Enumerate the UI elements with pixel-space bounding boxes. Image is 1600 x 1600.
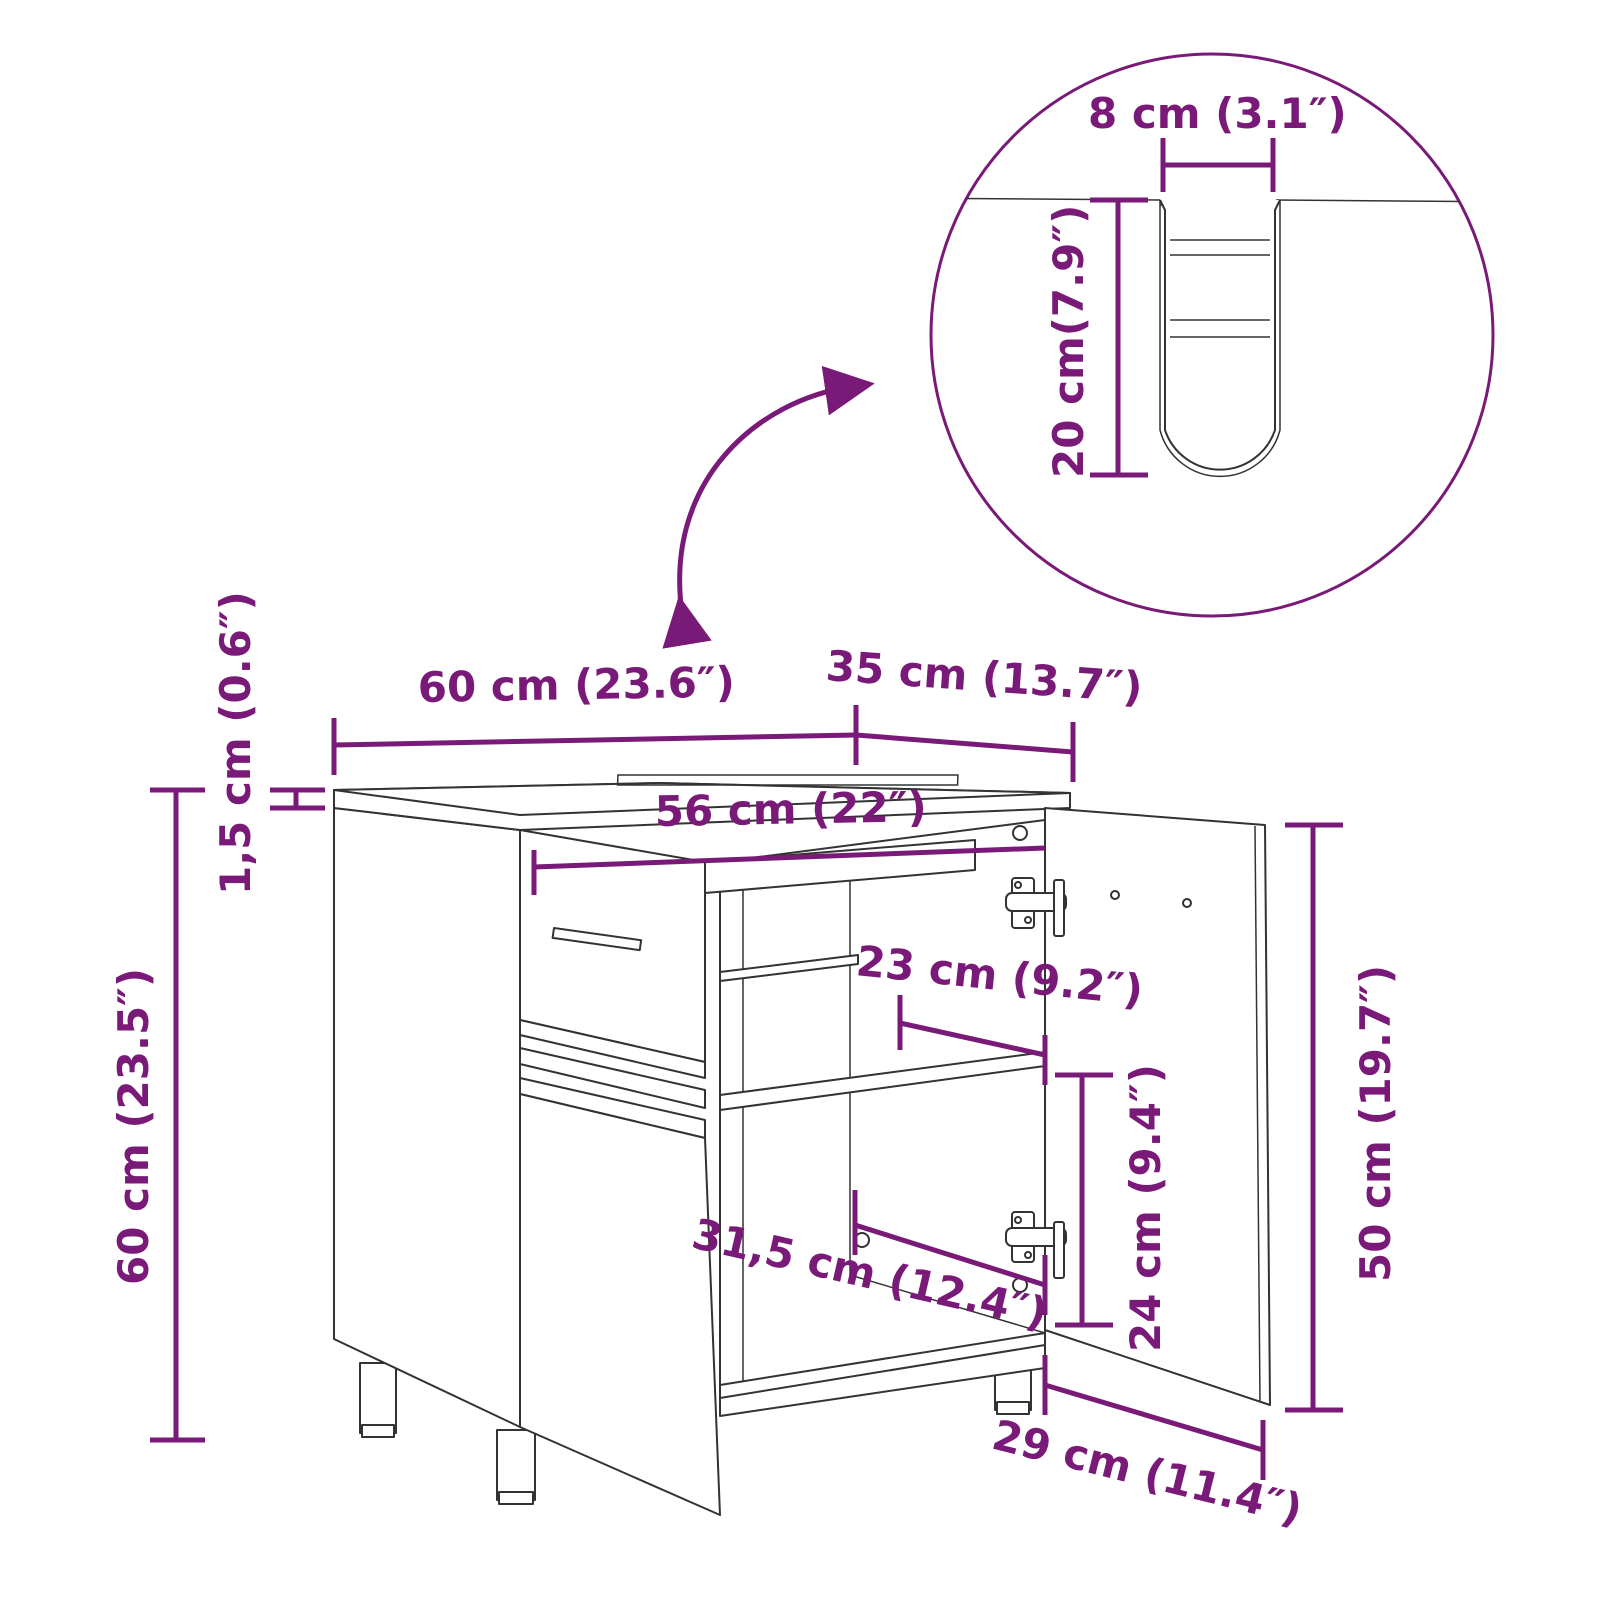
upper-shelf: [719, 954, 859, 982]
detail-callout: [929, 52, 1495, 618]
detail-cutout-outline: [1159, 200, 1281, 478]
hinge-bottom: [1005, 1211, 1067, 1279]
leg-foot: [996, 1401, 1030, 1415]
label-cutout-height: 20 cm(7.9″): [1044, 205, 1093, 478]
dimension-lines: [150, 138, 1343, 1480]
hinge-top: [1005, 877, 1067, 937]
front-rail: [519, 1047, 706, 1109]
top-cutout-hint: [616, 774, 959, 786]
left-door: [519, 1093, 721, 1516]
label-inner-width: 56 cm (22″): [654, 782, 927, 836]
front-rail: [519, 1019, 706, 1079]
door-edge: [1254, 825, 1261, 1403]
leg-foot: [361, 1424, 395, 1438]
label-top-thickness: 1,5 cm (0.6″): [211, 591, 260, 895]
label-door-height: 50 cm (19.7″): [1351, 965, 1400, 1282]
cabinet-illustration: [333, 774, 1271, 1516]
label-cutout-width: 8 cm (3.1″): [1088, 89, 1347, 138]
label-depth-total: 35 cm (13.7″): [824, 641, 1144, 712]
label-shelf-gap: 24 cm (9.4″): [1121, 1064, 1170, 1352]
cabinet-top-surface: [333, 782, 1071, 816]
leg-front-left: [496, 1429, 536, 1501]
label-width-total: 60 cm (23.6″): [417, 657, 735, 712]
bottom-shelf: [719, 1332, 1046, 1399]
label-door-width: 29 cm (11.4″): [988, 1410, 1308, 1534]
detail-arrow: [662, 365, 875, 649]
cabinet-side-panel: [333, 807, 521, 1428]
leg-foot: [498, 1491, 534, 1505]
door-screw-hole: [1182, 898, 1192, 908]
bottom-back-edge: [849, 1274, 1046, 1334]
door-screw-hole: [1110, 890, 1120, 900]
label-height-total: 60 cm (23.5″): [109, 968, 158, 1285]
leg-back-left: [359, 1362, 397, 1434]
detail-cutout-slot: [1159, 199, 1281, 471]
drawer-handle: [551, 927, 643, 952]
right-door-open: [1044, 807, 1271, 1406]
cabinet-hole: [1012, 825, 1028, 841]
